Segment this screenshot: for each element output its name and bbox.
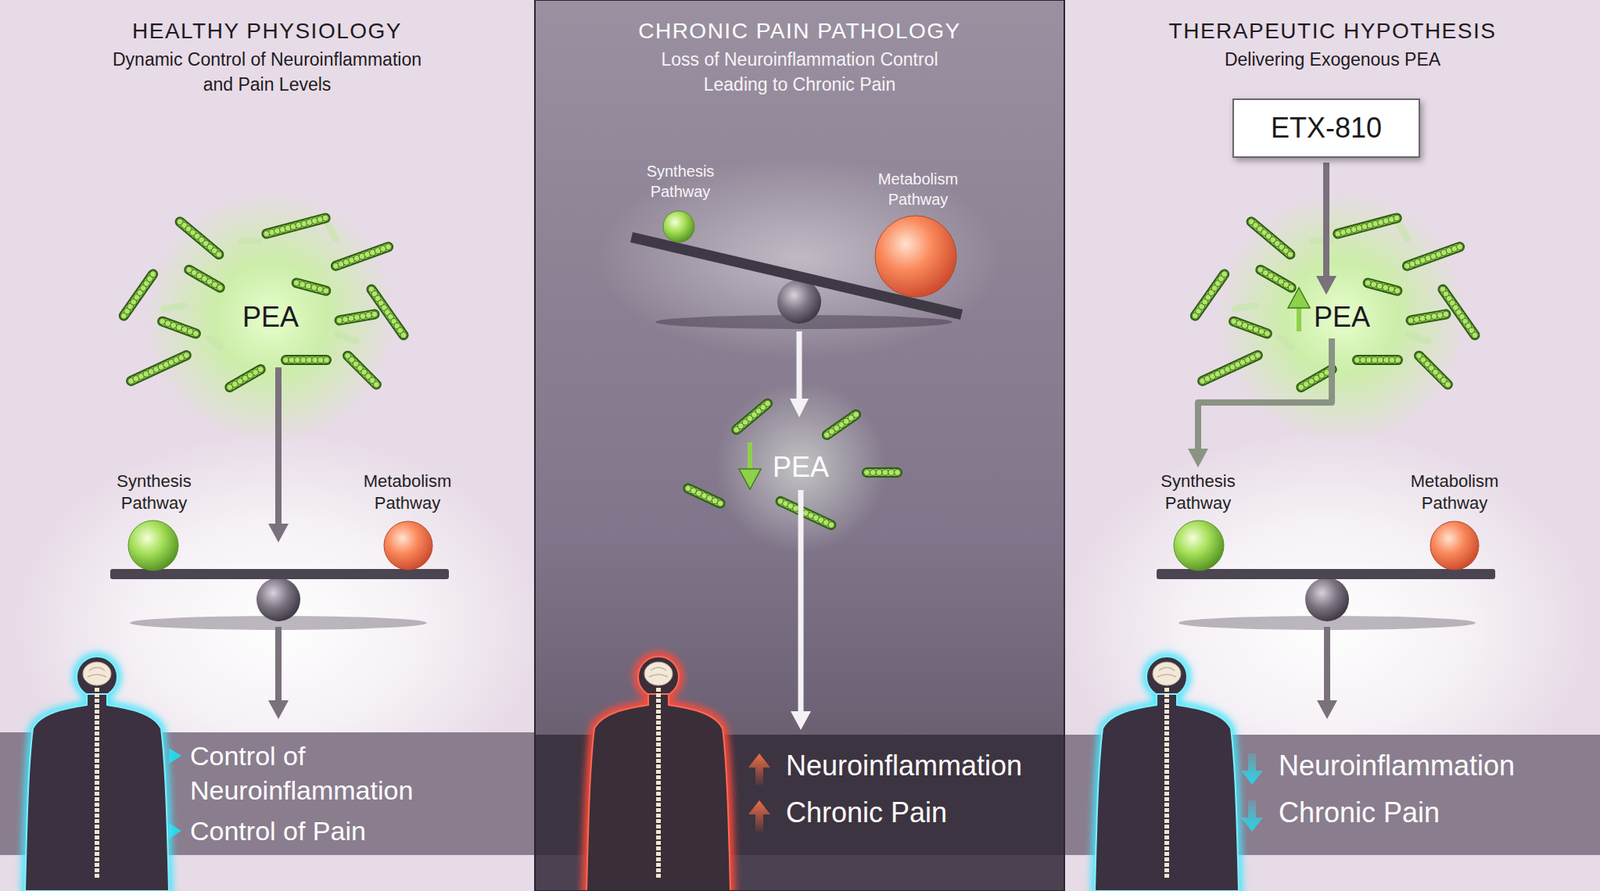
node-label: Control of Pain xyxy=(190,814,535,849)
outcome-band: NeuroinflammationChronic Pain xyxy=(534,735,1066,856)
pea-cloud: PEA xyxy=(1307,299,1377,336)
pathway-label: Metabolism Pathway xyxy=(1399,470,1510,515)
pea-cloud: PEA xyxy=(766,449,836,486)
panel: HEALTHY PHYSIOLOGYDynamic Control of Neu… xyxy=(0,0,535,891)
pathway-label: Synthesis Pathway xyxy=(99,470,209,515)
panel-subtitle: Delivering Exogenous PEA xyxy=(1172,46,1493,72)
node-label: Metabolism Pathway xyxy=(352,470,463,515)
panel-title: CHRONIC PAIN PATHOLOGY xyxy=(534,17,1066,46)
node-label: Chronic Pain xyxy=(1278,796,1600,831)
panel-title: THERAPEUTIC HYPOTHESIS xyxy=(1065,17,1600,46)
panel-title: HEALTHY PHYSIOLOGY xyxy=(0,17,535,46)
node-label: Synthesis Pathway xyxy=(99,470,209,515)
node-label: Metabolism Pathway xyxy=(867,168,969,210)
node-label: PEA xyxy=(766,449,836,486)
pathway-label: Synthesis Pathway xyxy=(629,161,732,202)
panel-subtitle: Dynamic Control of Neuroinflammation and… xyxy=(107,46,428,97)
panel: THERAPEUTIC HYPOTHESISDelivering Exogeno… xyxy=(1065,0,1600,891)
pathway-label: Metabolism Pathway xyxy=(867,168,969,210)
panel-subtitle: Loss of Neuroinflammation Control Leadin… xyxy=(639,46,961,97)
outcome-band: Control of NeuroinflammationControl of P… xyxy=(0,732,535,856)
node-label: Synthesis Pathway xyxy=(1143,470,1253,515)
flow-arrow xyxy=(790,490,811,731)
pea-cloud: PEA xyxy=(236,299,305,336)
node-label: PEA xyxy=(1307,299,1377,336)
flow-arrow xyxy=(1187,338,1332,468)
panel: CHRONIC PAIN PATHOLOGYLoss of Neuroinfla… xyxy=(534,0,1066,891)
node-label: Neuroinflammation xyxy=(1278,749,1600,784)
flow-arrow xyxy=(1316,162,1337,295)
node-label: Neuroinflammation xyxy=(785,749,1066,784)
node-label: PEA xyxy=(236,299,305,336)
drug-box: ETX-810 xyxy=(1232,98,1421,158)
node-label: Control of Neuroinflammation xyxy=(190,739,449,808)
outcome-band: NeuroinflammationChronic Pain xyxy=(1065,735,1600,856)
node-label: Synthesis Pathway xyxy=(629,161,732,202)
pathway-label: Metabolism Pathway xyxy=(352,470,463,515)
node-label: ETX-810 xyxy=(1252,111,1400,146)
node-label: Chronic Pain xyxy=(785,796,1066,831)
node-label: Metabolism Pathway xyxy=(1399,470,1510,515)
pathway-label: Synthesis Pathway xyxy=(1143,470,1253,515)
